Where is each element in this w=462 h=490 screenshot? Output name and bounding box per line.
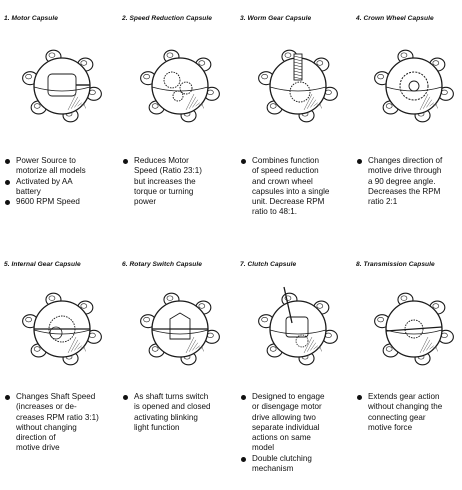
capsule-bullet-text: Changes direction of motive drive throug… [368,156,443,207]
bullet-dot-icon [5,159,10,164]
motor-capsule-icon [16,40,108,132]
bullet-dot-icon [5,200,10,206]
capsule-title: 2. Speed Reduction Capsule [122,15,212,22]
capsule-bullet: Extends gear action without changing the… [356,392,462,433]
bullet-dot-icon [241,159,246,164]
capsule-bullet: 9600 RPM Speed [4,197,117,207]
capsule-bullet-list: Changes Shaft Speed (increases or de- cr… [4,392,117,454]
capsule-bullet-list: Designed to engage or disengage motor dr… [240,392,353,474]
capsule-title: 3. Worm Gear Capsule [240,15,312,22]
capsule-bullet: Activated by AA battery [4,177,117,198]
capsule-bullet-list: Combines function of speed reduction and… [240,156,353,218]
capsule-bullet-text: Activated by AA battery [16,176,73,196]
bullet-dot-icon [123,159,128,164]
speed-reduction-capsule-icon [134,40,226,132]
capsule-bullet-text: 9600 RPM Speed [16,197,80,207]
capsule-bullet-text: Reduces Motor Speed (Ratio 23:1) but inc… [134,156,202,207]
clutch-capsule-icon [252,283,344,375]
capsule-bullet-text: Combines function of speed reduction and… [252,156,330,217]
capsule-bullet: Double clutching mechanism [240,454,353,475]
bullet-dot-icon [5,395,10,400]
worm-gear-capsule-icon [252,40,344,132]
capsule-title: 7. Clutch Capsule [240,261,297,268]
capsule-bullet: Combines function of speed reduction and… [240,156,353,218]
bullet-dot-icon [5,179,10,185]
capsule-bullet-list: Extends gear action without changing the… [356,392,462,433]
rotary-switch-capsule-icon [134,283,226,375]
bullet-dot-icon [123,395,128,400]
capsule-bullet-text: As shaft turns switch is opened and clos… [134,392,211,432]
transmission-capsule-icon [368,283,460,375]
internal-gear-capsule-icon [16,283,108,375]
capsule-bullet-text: Changes Shaft Speed (increases or de- cr… [16,392,99,453]
capsule-bullet: As shaft turns switch is opened and clos… [122,392,235,433]
capsule-card: 6. Rotary Switch Capsule As shaft turns s… [122,0,235,490]
capsule-bullet-text: Designed to engage or disengage motor dr… [252,392,325,453]
capsule-bullet: Changes direction of motive drive throug… [356,156,462,207]
capsule-title: 6. Rotary Switch Capsule [122,261,202,268]
capsule-bullet: Designed to engage or disengage motor dr… [240,392,353,454]
capsule-bullet-text: Extends gear action without changing the… [368,392,443,432]
bullet-dot-icon [357,159,362,164]
capsule-bullet: Reduces Motor Speed (Ratio 23:1) but inc… [122,156,235,207]
capsule-bullet-text: Power Source to motorize all models [16,156,86,176]
capsule-bullet-text: Double clutching mechanism [252,453,312,474]
bullet-dot-icon [241,456,246,462]
bullet-dot-icon [357,395,362,400]
capsule-bullet-list: As shaft turns switch is opened and clos… [122,392,235,433]
capsule-bullet: Changes Shaft Speed (increases or de- cr… [4,392,117,454]
capsule-title: 5. Internal Gear Capsule [4,261,81,268]
crown-wheel-capsule-icon [368,40,460,132]
capsule-bullet: Power Source to motorize all models [4,156,117,177]
capsule-title: 8. Transmission Capsule [356,261,435,268]
capsule-title: 4. Crown Wheel Capsule [356,15,434,22]
capsule-title: 1. Motor Capsule [4,15,58,22]
capsule-bullet-list: Changes direction of motive drive throug… [356,156,462,207]
bullet-dot-icon [241,395,246,400]
capsule-bullet-list: Reduces Motor Speed (Ratio 23:1) but inc… [122,156,235,207]
